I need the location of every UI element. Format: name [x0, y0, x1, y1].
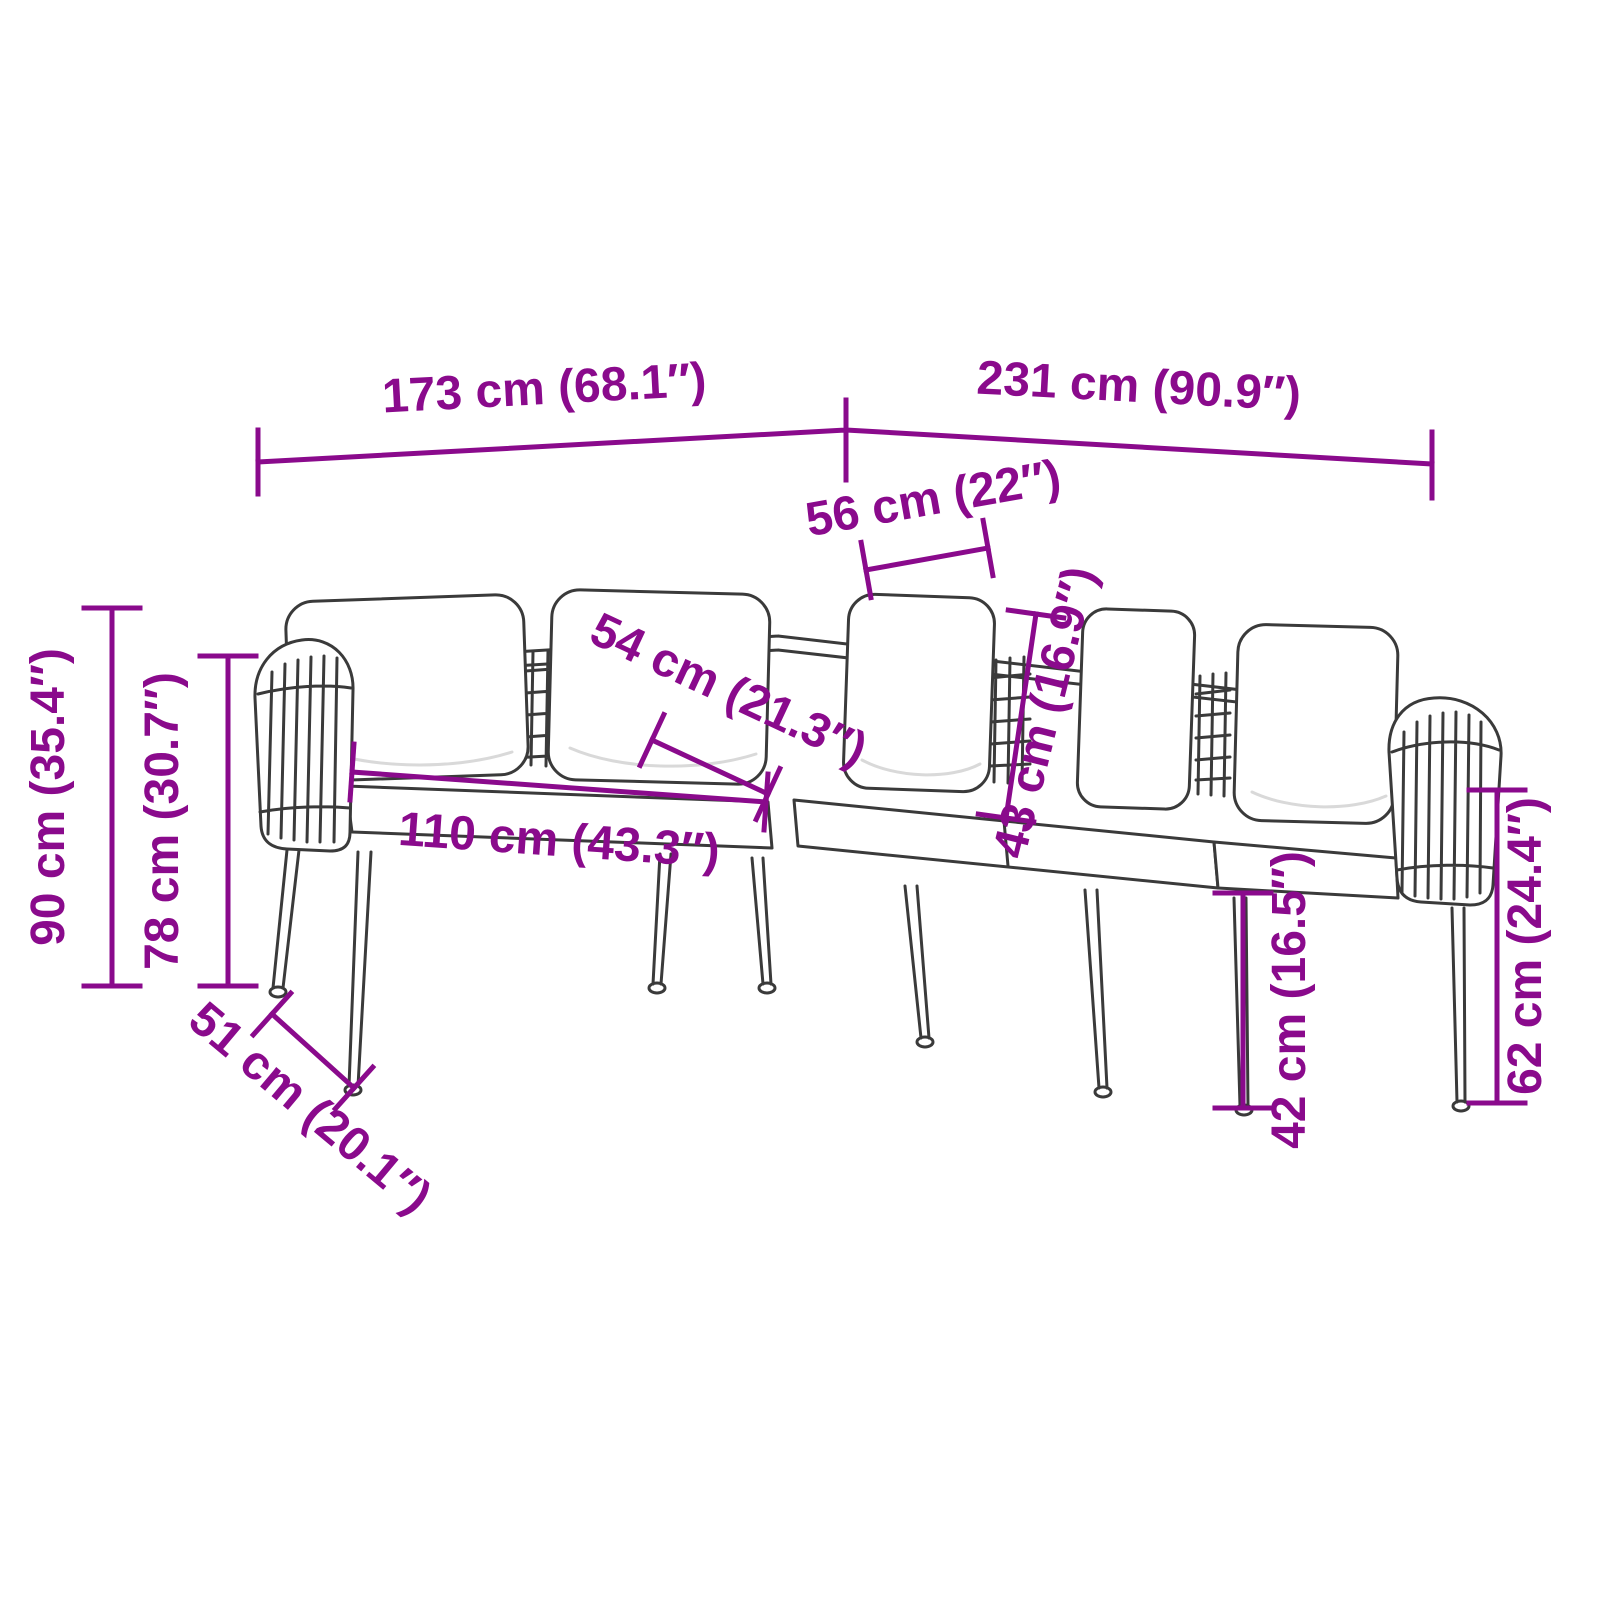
dim-seat-height: 42 cm (16.5″): [1212, 851, 1316, 1149]
dim-label-overall-width-right: 231 cm (90.9″): [975, 352, 1302, 422]
seat-cushion-right-end: [1212, 840, 1400, 900]
left-armrest: [253, 638, 355, 853]
dim-overall-depth: 51 cm (20.1″): [179, 989, 441, 1224]
back-cushion-2: [546, 588, 772, 786]
back-cushion-4: [1075, 607, 1197, 811]
dim-back-height: 78 cm (30.7″): [136, 653, 259, 989]
dim-total-height: 90 cm (35.4″): [22, 605, 143, 989]
dim-label-seat-height: 42 cm (16.5″): [1263, 851, 1316, 1149]
dim-label-total-height: 90 cm (35.4″): [22, 648, 75, 946]
dim-label-overall-depth: 51 cm (20.1″): [179, 992, 441, 1224]
dim-armrest-height: 62 cm (24.4″): [1466, 787, 1552, 1106]
back-cushion-2-crease: [568, 746, 758, 768]
back-cushion-3: [842, 592, 996, 794]
dim-label-corner-seat-width: 56 cm (22″): [802, 450, 1065, 547]
dim-corner-seat-width: 56 cm (22″): [802, 450, 1065, 601]
dim-overall-width-left: 173 cm (68.1″): [255, 354, 849, 497]
lattice-panel-middle: [988, 655, 1032, 786]
seat-cushion-right-seam: [1002, 819, 1010, 868]
left-armrest-weave: [256, 654, 353, 844]
back-cushion-5-crease: [1250, 790, 1388, 809]
dim-label-overall-width-left: 173 cm (68.1″): [381, 354, 708, 424]
back-cushion-3-crease: [860, 758, 982, 777]
sofa-legs: [271, 848, 1467, 1108]
right-armrest: [1387, 696, 1503, 907]
dim-label-back-height: 78 cm (30.7″): [136, 672, 189, 970]
dim-label-armrest-height: 62 cm (24.4″): [1499, 797, 1552, 1095]
lattice-panel-right: [1194, 671, 1232, 798]
right-armrest-weave: [1390, 710, 1501, 901]
